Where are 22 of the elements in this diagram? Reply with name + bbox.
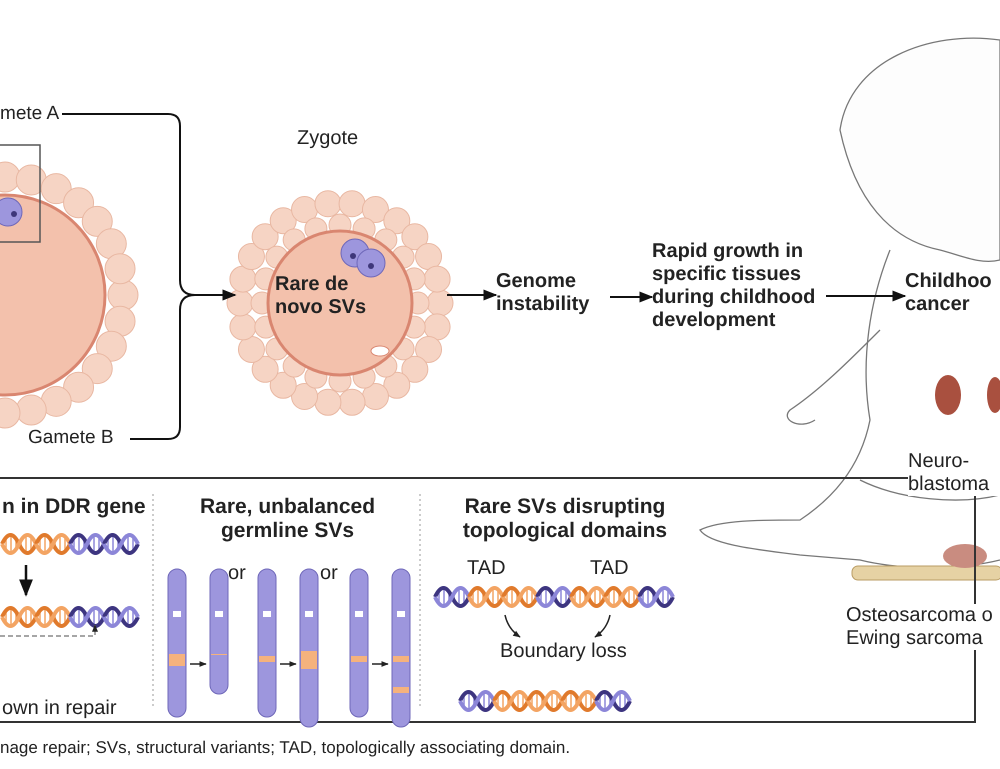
node-label: Rare de novo SVs xyxy=(275,273,368,319)
arrow xyxy=(826,290,906,302)
arrow xyxy=(447,289,498,301)
annotation-text: TAD xyxy=(590,557,629,580)
connector-word: or xyxy=(228,562,246,585)
section-heading: n in DDR gene xyxy=(2,495,146,520)
tumor-label: Neuro- blastoma xyxy=(908,450,1000,496)
process-label: Genome instability xyxy=(496,270,590,316)
section-heading: Rare, unbalanced germline SVs xyxy=(198,495,376,544)
cell-label: Gamete B xyxy=(28,427,114,449)
caption: nage repair; SVs, structural variants; TAD, topologically associating domain. xyxy=(0,738,570,758)
annotation-text: TAD xyxy=(467,557,506,580)
section-heading: Rare SVs disrupting topological domains xyxy=(462,495,668,544)
cell-label: mete A xyxy=(0,103,60,125)
outcome-label: Childhoo cancer xyxy=(905,270,993,316)
process-label: Rapid growth in specific tissues during childhood development xyxy=(652,240,816,332)
arrow xyxy=(130,289,236,440)
annotation-text: own in repair xyxy=(2,697,117,720)
connector-word: or xyxy=(320,562,338,585)
cell-label: Zygote xyxy=(297,127,358,150)
arrow xyxy=(610,291,654,303)
annotation-text: Boundary loss xyxy=(500,640,627,663)
